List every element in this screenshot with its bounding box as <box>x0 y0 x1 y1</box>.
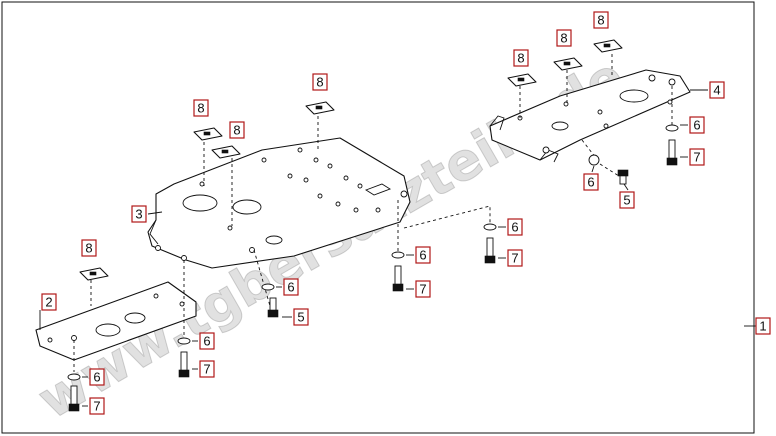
svg-text:6: 6 <box>93 370 100 385</box>
callout-1: 1 <box>755 317 771 335</box>
skid-plate-center <box>147 137 411 269</box>
callout-8: 8 <box>81 239 97 257</box>
clip-nut <box>507 73 537 87</box>
svg-text:8: 8 <box>560 31 567 46</box>
clip-nut <box>305 101 335 115</box>
callout-7: 7 <box>507 249 523 267</box>
bolt-short <box>267 297 279 318</box>
svg-text:8: 8 <box>85 241 92 256</box>
callout-5: 5 <box>619 191 635 209</box>
callout-6: 6 <box>283 278 299 296</box>
svg-text:7: 7 <box>511 251 518 266</box>
callout-6: 6 <box>583 173 599 191</box>
bolt <box>666 139 678 166</box>
callout-8: 8 <box>593 11 609 29</box>
diagram-frame <box>1 1 755 434</box>
callout-5: 5 <box>293 308 309 326</box>
washers <box>67 124 679 381</box>
svg-text:6: 6 <box>511 220 518 235</box>
callout-6: 6 <box>199 332 215 350</box>
svg-text:7: 7 <box>203 362 210 377</box>
svg-text:3: 3 <box>135 207 142 222</box>
callout-8: 8 <box>513 49 529 67</box>
callout-7: 7 <box>415 280 431 298</box>
callout-6: 6 <box>415 246 431 264</box>
callout-8: 8 <box>193 99 209 117</box>
leader-lines <box>39 89 756 407</box>
callout-3: 3 <box>131 205 147 223</box>
clip-nut <box>79 267 109 281</box>
svg-text:6: 6 <box>203 334 210 349</box>
svg-text:6: 6 <box>693 118 700 133</box>
svg-text:8: 8 <box>233 123 240 138</box>
svg-text:8: 8 <box>197 101 204 116</box>
skid-plate-rear <box>489 69 691 163</box>
svg-text:8: 8 <box>316 75 323 90</box>
svg-text:7: 7 <box>419 282 426 297</box>
svg-text:6: 6 <box>419 248 426 263</box>
clip-nut <box>211 145 241 159</box>
bolts <box>68 139 678 412</box>
callout-8: 8 <box>312 73 328 91</box>
clip-nuts <box>79 39 623 281</box>
callout-8: 8 <box>556 29 572 47</box>
clip-nut <box>193 127 223 141</box>
callout-7: 7 <box>689 148 705 166</box>
bolt <box>68 385 80 412</box>
svg-text:5: 5 <box>623 193 630 208</box>
svg-text:7: 7 <box>93 399 100 414</box>
assembly-lines <box>73 54 673 372</box>
bolt-short <box>617 169 629 185</box>
callout-labels: 1 2 3 4 5 5 6 6 6 6 6 6 6 7 7 7 7 7 8 8 … <box>41 11 771 415</box>
callout-4: 4 <box>709 81 725 99</box>
svg-text:2: 2 <box>45 295 52 310</box>
bolt <box>484 237 496 264</box>
callout-6: 6 <box>89 368 105 386</box>
svg-text:1: 1 <box>759 319 766 334</box>
svg-text:8: 8 <box>517 51 524 66</box>
svg-text:5: 5 <box>297 310 304 325</box>
callout-6: 6 <box>689 116 705 134</box>
callout-2: 2 <box>41 293 57 311</box>
svg-text:6: 6 <box>587 175 594 190</box>
callout-7: 7 <box>199 360 215 378</box>
callout-8: 8 <box>229 121 245 139</box>
bolt <box>178 351 190 378</box>
svg-text:4: 4 <box>713 83 720 98</box>
skid-plate-front <box>35 281 197 361</box>
svg-text:8: 8 <box>597 13 604 28</box>
bolt <box>392 265 404 292</box>
clip-nut <box>553 57 583 71</box>
clip-nut <box>593 39 623 53</box>
callout-7: 7 <box>89 397 105 415</box>
svg-text:7: 7 <box>693 150 700 165</box>
callout-6: 6 <box>507 218 523 236</box>
svg-text:6: 6 <box>287 280 294 295</box>
